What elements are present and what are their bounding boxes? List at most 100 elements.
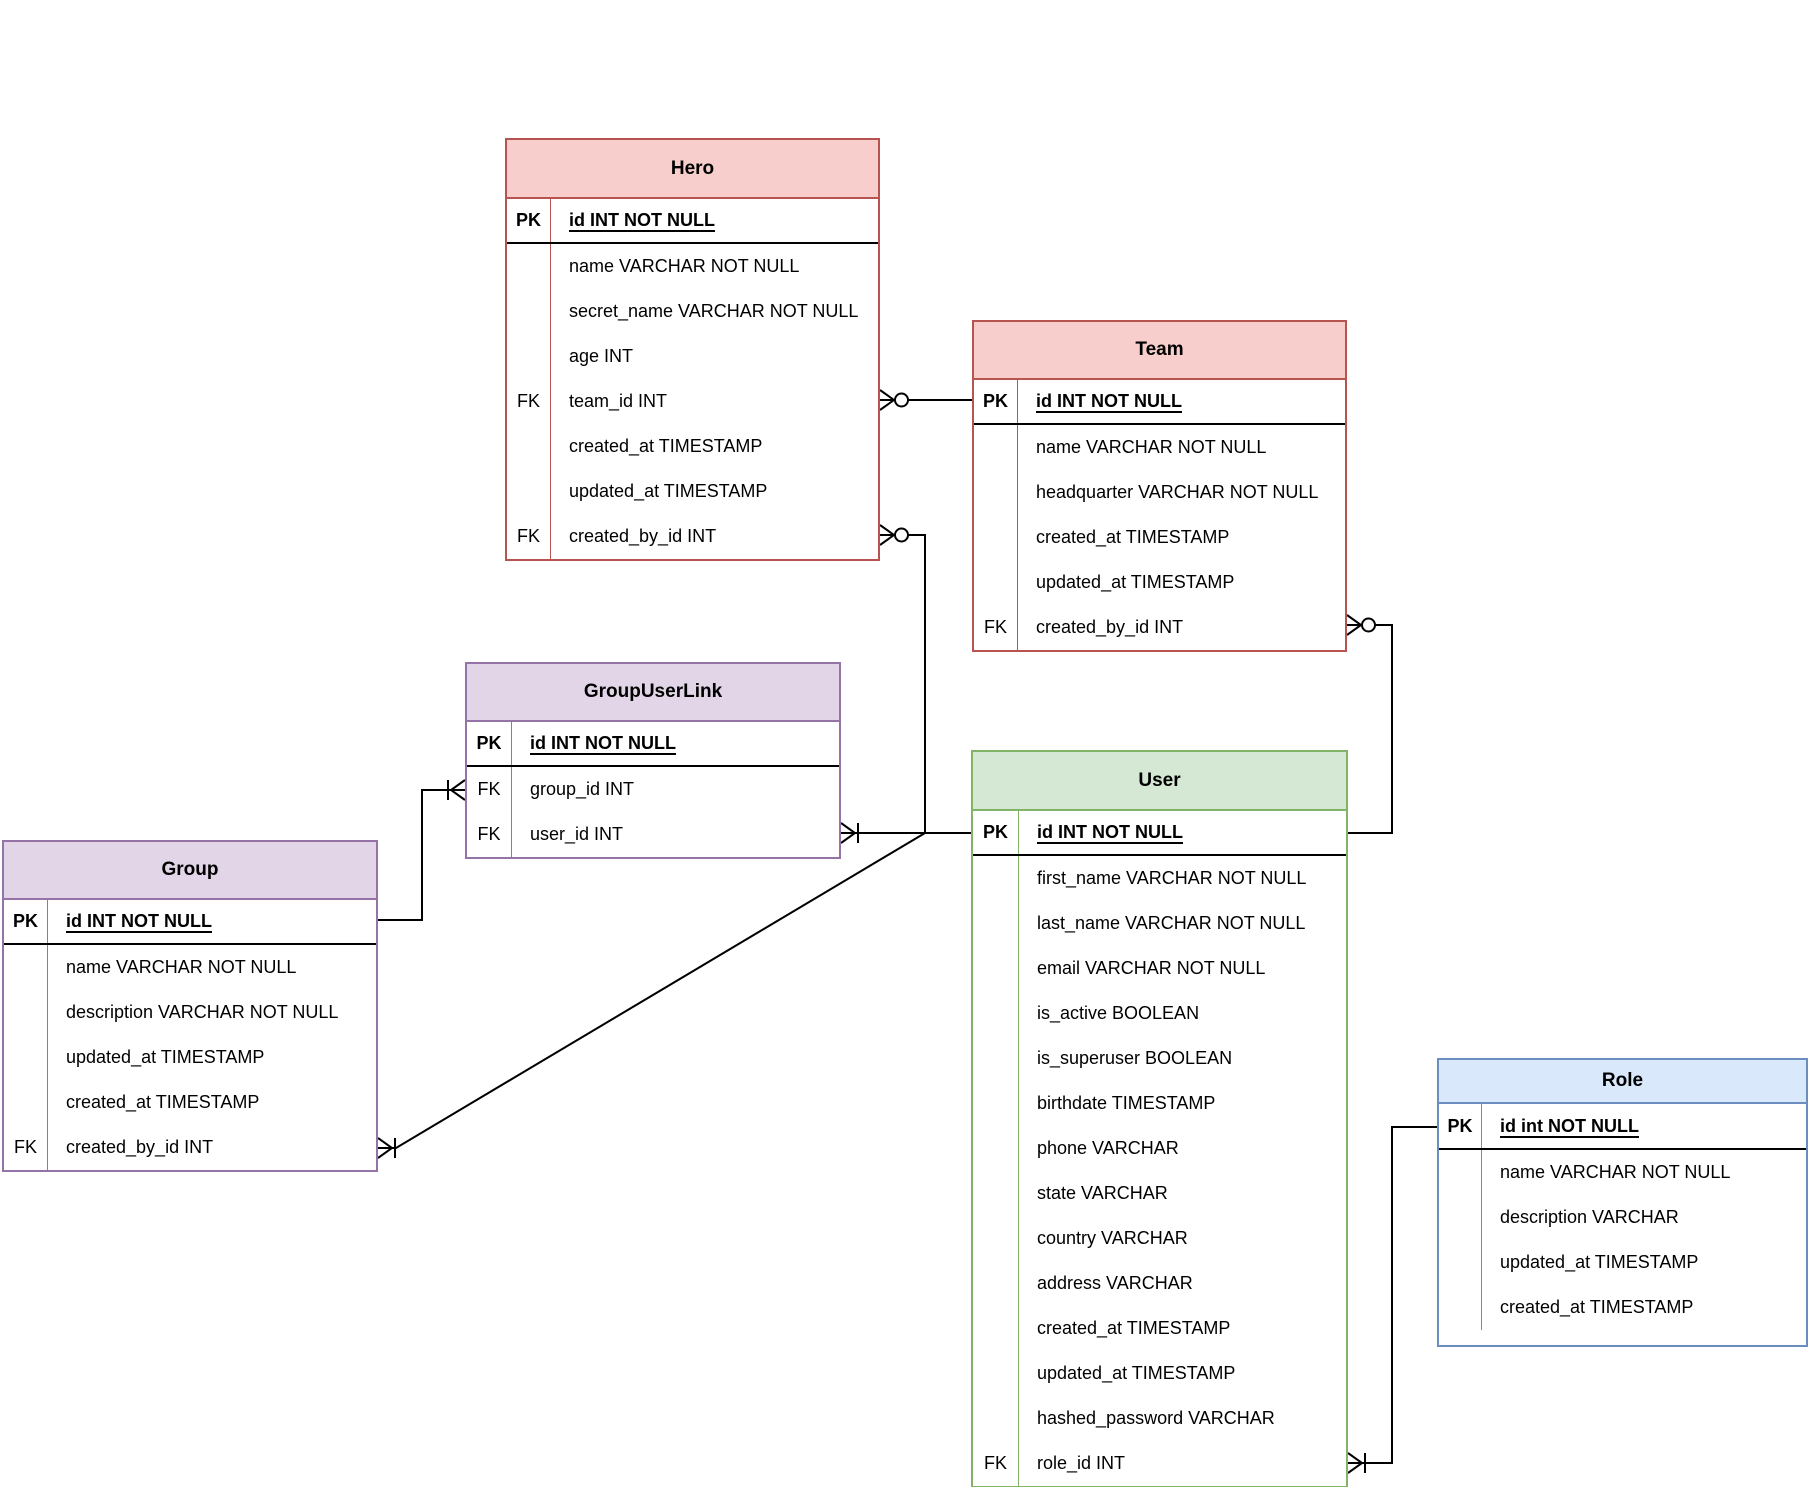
crow-foot-many-user-role[interactable]: [1347, 1452, 1364, 1474]
crow-foot-many-group-user[interactable]: [377, 1137, 394, 1159]
entity-title-hero: Hero: [507, 140, 878, 199]
entity-row-team-1: name VARCHAR NOT NULL: [974, 425, 1345, 470]
entity-row-groupuserlink-2: FK user_id INT: [467, 812, 839, 857]
empty-key-label: [974, 515, 1018, 560]
entity-row-team-2: headquarter VARCHAR NOT NULL: [974, 470, 1345, 515]
field-text: user_id INT: [530, 824, 624, 844]
field-text: description VARCHAR NOT NULL: [66, 1002, 339, 1022]
pk-key-label: PK: [4, 900, 48, 943]
connector-group-user[interactable]: [378, 832, 926, 1149]
field-text: id int NOT NULL: [1500, 1115, 1639, 1136]
entity-title-role: Role: [1439, 1060, 1806, 1104]
field-text: id INT NOT NULL: [1037, 822, 1183, 842]
fk-key-label: FK: [974, 605, 1018, 650]
empty-key-label: [973, 1396, 1019, 1441]
connector-user-role[interactable]: [1348, 1126, 1437, 1464]
entity-row-user-5: is_superuser BOOLEAN: [973, 1036, 1346, 1081]
empty-key-label: [507, 289, 551, 334]
field-text: id INT NOT NULL: [530, 733, 676, 753]
crow-foot-many-groupuserlink-user[interactable]: [840, 822, 857, 844]
field-text: updated_at TIMESTAMP: [1036, 572, 1235, 592]
empty-key-label: [507, 469, 551, 514]
fk-key-label: FK: [467, 812, 512, 857]
zero-marker-team-user[interactable]: [1361, 617, 1376, 633]
empty-key-label: [973, 1171, 1019, 1216]
field-text: created_at TIMESTAMP: [1036, 527, 1230, 547]
entity-row-role-2: description VARCHAR: [1439, 1195, 1806, 1240]
zero-marker-hero-team[interactable]: [894, 392, 909, 408]
connector-groupuserlink-group[interactable]: [378, 789, 465, 921]
empty-key-label: [1439, 1195, 1482, 1240]
entity-row-role-4: created_at TIMESTAMP: [1439, 1285, 1806, 1330]
field-text: headquarter VARCHAR NOT NULL: [1036, 482, 1319, 502]
empty-key-label: [4, 1080, 48, 1125]
fk-key-label: FK: [973, 1441, 1019, 1486]
entity-row-user-13: hashed_password VARCHAR: [973, 1396, 1346, 1441]
field-text: description VARCHAR: [1500, 1207, 1679, 1227]
empty-key-label: [973, 1351, 1019, 1396]
empty-key-label: [973, 1081, 1019, 1126]
empty-key-label: [1439, 1150, 1482, 1195]
field-text: age INT: [569, 346, 634, 366]
connector-hero-user[interactable]: [880, 534, 971, 834]
crow-foot-many-groupuserlink-group[interactable]: [449, 779, 466, 801]
field-text: hashed_password VARCHAR: [1037, 1408, 1275, 1428]
field-text: team_id INT: [569, 391, 668, 411]
entity-row-user-1: first_name VARCHAR NOT NULL: [973, 856, 1346, 901]
field-text: secret_name VARCHAR NOT NULL: [569, 301, 859, 321]
fk-key-label: FK: [4, 1125, 48, 1170]
entity-row-team-4: updated_at TIMESTAMP: [974, 560, 1345, 605]
empty-key-label: [507, 334, 551, 379]
entity-row-hero-2: secret_name VARCHAR NOT NULL: [507, 289, 878, 334]
field-text: updated_at TIMESTAMP: [66, 1047, 265, 1067]
entity-title-user: User: [973, 752, 1346, 811]
field-text: created_at TIMESTAMP: [66, 1092, 260, 1112]
zero-marker-hero-user[interactable]: [894, 527, 909, 543]
field-text: role_id INT: [1037, 1453, 1126, 1473]
field-text: created_by_id INT: [1036, 617, 1184, 637]
field-text: name VARCHAR NOT NULL: [569, 256, 800, 276]
pk-key-label: PK: [507, 199, 551, 242]
entity-row-group-1: name VARCHAR NOT NULL: [4, 945, 376, 990]
pk-key-label: PK: [973, 811, 1019, 854]
empty-key-label: [507, 424, 551, 469]
field-text: name VARCHAR NOT NULL: [1500, 1162, 1731, 1182]
field-text: email VARCHAR NOT NULL: [1037, 958, 1266, 978]
connector-team-user[interactable]: [1347, 624, 1393, 834]
entity-row-team-3: created_at TIMESTAMP: [974, 515, 1345, 560]
field-text: id INT NOT NULL: [66, 911, 212, 931]
empty-key-label: [1439, 1285, 1482, 1330]
entity-row-team-5: FK created_by_id INT: [974, 605, 1345, 650]
empty-key-label: [973, 1306, 1019, 1351]
field-text: phone VARCHAR: [1037, 1138, 1179, 1158]
field-text: is_active BOOLEAN: [1037, 1003, 1200, 1023]
empty-key-label: [507, 244, 551, 289]
entity-row-role-1: name VARCHAR NOT NULL: [1439, 1150, 1806, 1195]
entity-row-spacer: [1439, 1330, 1806, 1345]
entity-row-user-3: email VARCHAR NOT NULL: [973, 946, 1346, 991]
entity-row-hero-4: FK team_id INT: [507, 379, 878, 424]
field-text: created_at TIMESTAMP: [569, 436, 763, 456]
entity-row-hero-1: name VARCHAR NOT NULL: [507, 244, 878, 289]
entity-row-user-10: address VARCHAR: [973, 1261, 1346, 1306]
empty-key-label: [4, 945, 48, 990]
empty-key-label: [974, 425, 1018, 470]
entity-row-user-0: PK id INT NOT NULL: [973, 811, 1346, 856]
entity-row-group-3: updated_at TIMESTAMP: [4, 1035, 376, 1080]
field-text: first_name VARCHAR NOT NULL: [1037, 868, 1307, 888]
pk-key-label: PK: [1439, 1104, 1482, 1148]
field-text: created_at TIMESTAMP: [1500, 1297, 1694, 1317]
fk-key-label: FK: [507, 379, 551, 424]
entity-row-user-14: FK role_id INT: [973, 1441, 1346, 1486]
